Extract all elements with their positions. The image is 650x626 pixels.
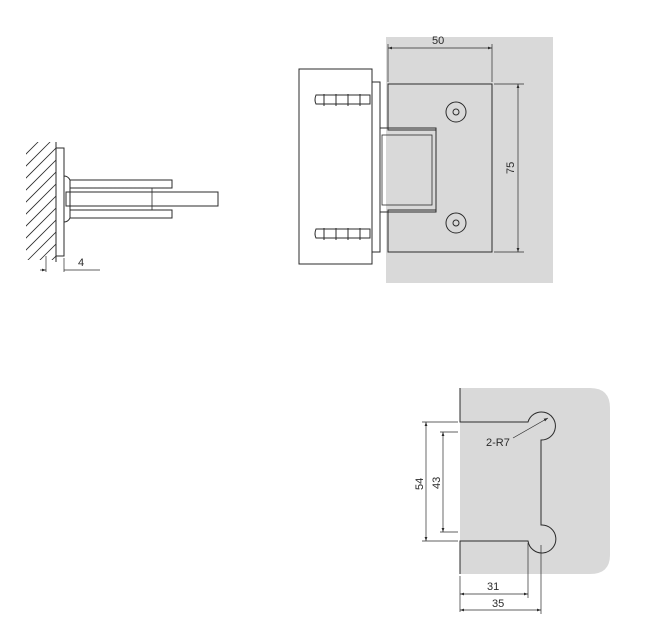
screw-lower (314, 228, 371, 240)
dimension-4: 4 (40, 256, 100, 272)
dimension-43: 43 (431, 431, 458, 533)
dimension-35-label: 35 (492, 598, 504, 610)
dimension-75-label: 75 (505, 162, 517, 174)
screw-upper (314, 94, 371, 106)
hinge-backing (371, 81, 381, 253)
dimension-4-label: 4 (78, 257, 84, 269)
dimension-54-label: 54 (414, 478, 426, 490)
notch-cutout (459, 388, 557, 574)
dimension-50-label: 50 (432, 35, 444, 47)
glass-panel (65, 191, 219, 207)
side-view: 4 (26, 142, 219, 272)
clamp-teeth (78, 187, 170, 211)
wall-hatching (26, 142, 56, 260)
cutout-view: 2-R7 54 43 31 35 (414, 388, 610, 614)
clamp-lower (69, 209, 173, 219)
bolt-upper (445, 101, 467, 123)
wall-area (386, 37, 553, 283)
front-view: 50 75 (298, 35, 553, 283)
dimension-54: 54 (414, 421, 458, 542)
dimension-31-label: 31 (487, 581, 499, 593)
radius-callout: 2-R7 (486, 417, 549, 449)
wall-hinge-plate (387, 83, 493, 253)
clamp-upper (69, 179, 173, 189)
hinge-knuckle (63, 175, 71, 223)
bolt-lower (445, 212, 467, 234)
radius-label: 2-R7 (486, 437, 510, 449)
hinge-knuckle-front (379, 127, 437, 213)
dimension-31: 31 (459, 543, 529, 612)
wall-plate (55, 147, 65, 257)
dimension-43-label: 43 (431, 477, 443, 489)
glass-panel-area (460, 388, 610, 574)
dimension-35: 35 (460, 545, 542, 614)
dimension-50: 50 (387, 35, 493, 82)
dimension-75: 75 (494, 83, 524, 253)
